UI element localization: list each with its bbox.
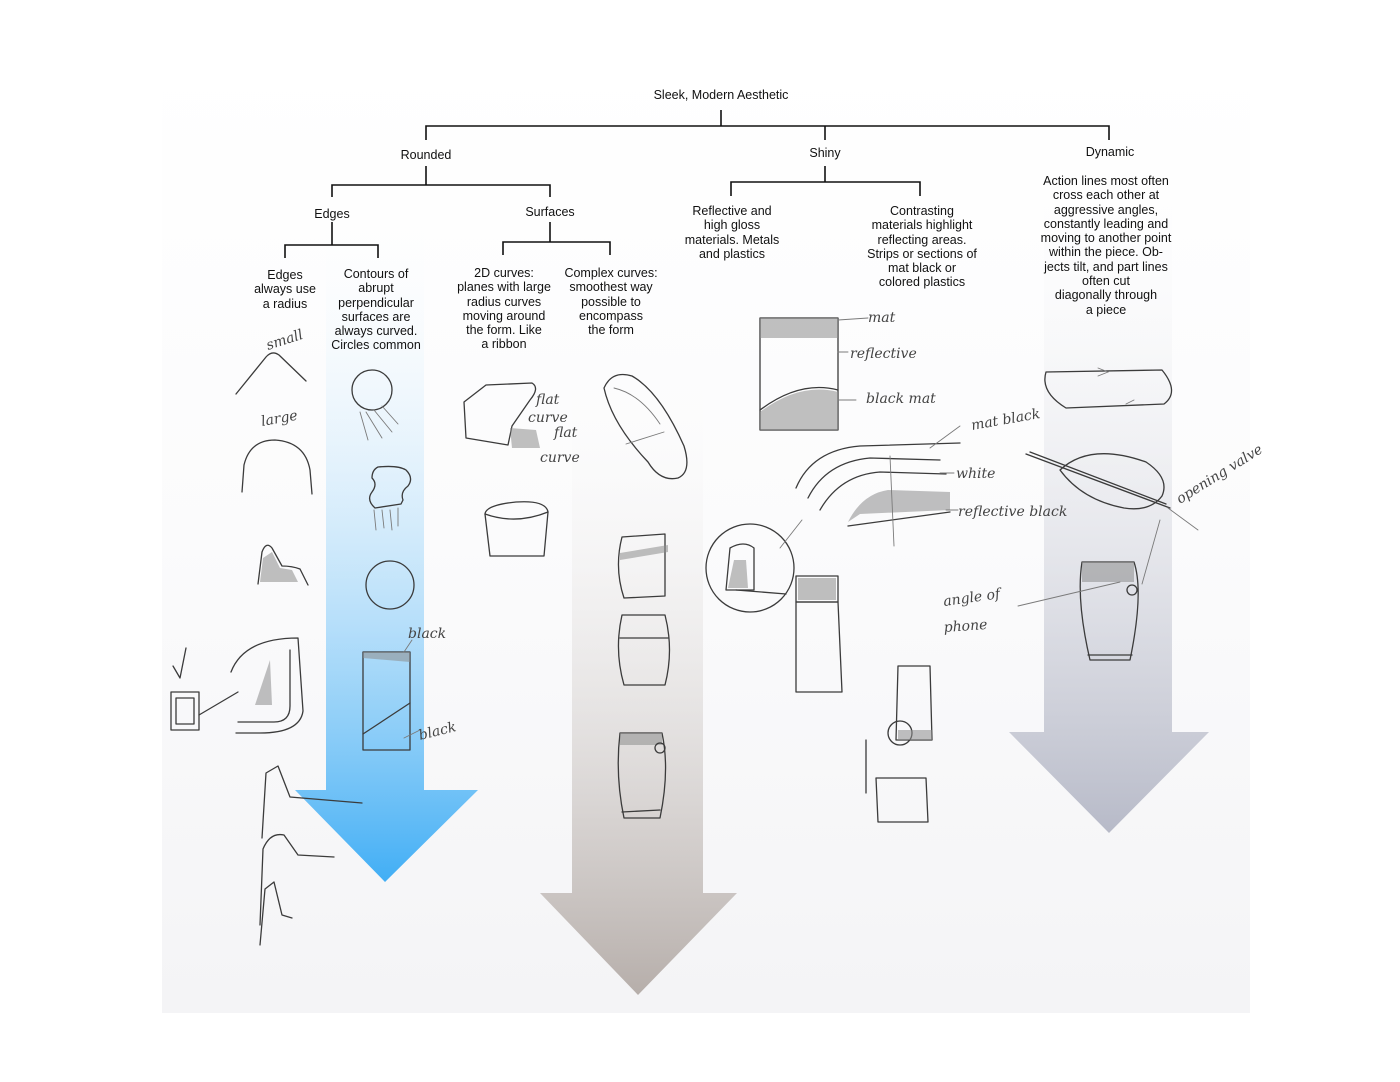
annot-reflective: reflective	[850, 346, 917, 362]
rounded-arrow	[295, 218, 478, 882]
dynamic-arrow	[1009, 160, 1209, 833]
annot-black-mat: black mat	[866, 391, 936, 407]
contour-sketches	[351, 369, 421, 751]
annot-curve-1: curve	[528, 410, 568, 426]
annot-flat-1: flat	[535, 392, 560, 408]
annot-black-1: black	[408, 626, 446, 642]
annot-curve-2: curve	[540, 450, 580, 466]
annot-large: large	[260, 408, 299, 430]
surfaces-arrow	[540, 360, 737, 995]
sub-surfaces: Surfaces	[525, 205, 575, 219]
annot-white: white	[956, 466, 995, 482]
desc-2d-curves: 2D curves: planes with large radius curv…	[457, 266, 551, 352]
dynamic-sketches	[1017, 367, 1199, 661]
desc-contours: Contours of abrupt perpendicular surface…	[331, 267, 421, 353]
desc-complex-curves: Complex curves: smoothest way possible t…	[564, 266, 658, 338]
2d-curve-sketches	[463, 382, 549, 557]
annot-mat: mat	[868, 310, 896, 326]
branch-dynamic: Dynamic	[1085, 145, 1135, 159]
tree-connectors	[284, 110, 1110, 258]
annot-reflective-black: reflective black	[958, 504, 1067, 520]
complex-curve-sketches	[603, 373, 688, 819]
annot-flat-2: flat	[553, 425, 578, 441]
shiny-sketches	[705, 317, 961, 823]
branch-rounded: Rounded	[400, 148, 452, 162]
sub-edges: Edges	[314, 207, 350, 221]
root-label: Sleek, Modern Aesthetic	[653, 88, 789, 102]
desc-reflective: Reflective and high gloss materials. Met…	[684, 204, 780, 261]
desc-contrasting: Contrasting materials highlight reflecti…	[867, 204, 977, 290]
annot-phone: phone	[943, 617, 988, 636]
desc-edges-radius: Edges always use a radius	[254, 268, 316, 311]
branch-shiny: Shiny	[809, 146, 841, 160]
desc-action-lines: Action lines most often cross each other…	[1040, 174, 1172, 317]
edge-radius-sketches	[170, 352, 363, 946]
